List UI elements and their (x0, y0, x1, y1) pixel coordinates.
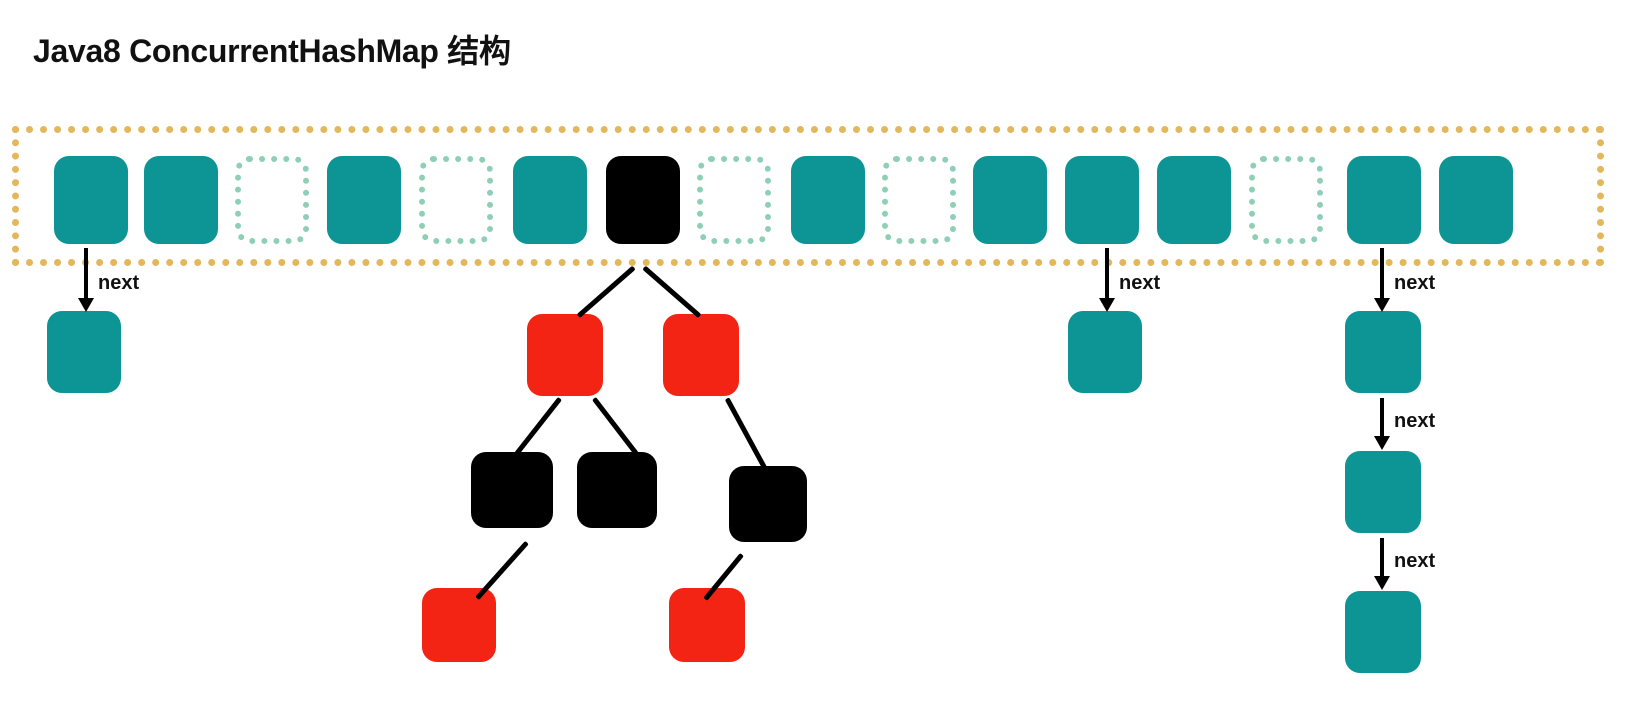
next-label: next (1394, 410, 1436, 432)
chain-bucket-11-next-arrow-0: next (1099, 248, 1160, 312)
chain-bucket-11-node-0[interactable] (1068, 311, 1142, 393)
array-cell-2-empty[interactable] (235, 156, 309, 244)
arrow-shaft-icon (1105, 248, 1109, 300)
tree-node-b3-black[interactable] (729, 466, 807, 542)
array-cell-10-filled[interactable] (973, 156, 1047, 244)
chain-bucket-14-next-arrow-2: next (1374, 538, 1435, 590)
array-cell-8-filled[interactable] (791, 156, 865, 244)
array-cell-11-filled[interactable] (1065, 156, 1139, 244)
arrow-shaft-icon (84, 248, 88, 300)
tree-node-r3-red[interactable] (422, 588, 496, 662)
array-cell-13-empty[interactable] (1249, 156, 1323, 244)
chain-bucket-14-next-arrow-0: next (1374, 248, 1435, 312)
chain-bucket-14-next-arrow-1: next (1374, 398, 1435, 450)
next-label: next (1394, 272, 1436, 294)
array-cell-9-empty[interactable] (882, 156, 956, 244)
arrow-head-icon (1374, 436, 1390, 450)
array-cell-3-filled[interactable] (327, 156, 401, 244)
arrow-head-icon (1099, 298, 1115, 312)
next-label: next (98, 272, 140, 294)
arrow-head-icon (1374, 298, 1390, 312)
next-label: next (1394, 550, 1436, 572)
tree-edge-root-to-r2 (642, 265, 702, 319)
page-title: Java8 ConcurrentHashMap 结构 (33, 33, 511, 69)
tree-edge-r2-to-b3 (724, 397, 768, 470)
arrow-head-icon (78, 298, 94, 312)
arrow-shaft-icon (1380, 248, 1384, 300)
hash-table-array-container (12, 126, 1604, 266)
next-label: next (1119, 272, 1161, 294)
tree-edge-r1-to-b2 (592, 396, 639, 457)
array-cell-4-empty[interactable] (419, 156, 493, 244)
array-cell-5-filled[interactable] (513, 156, 587, 244)
tree-node-r2-red[interactable] (663, 314, 739, 396)
chain-bucket-14-node-1[interactable] (1345, 451, 1421, 533)
chain-bucket-14-node-0[interactable] (1345, 311, 1421, 393)
array-cell-7-empty[interactable] (697, 156, 771, 244)
array-cell-14-filled[interactable] (1347, 156, 1421, 244)
tree-edge-root-to-r1 (576, 265, 636, 319)
chain-bucket-14-node-2[interactable] (1345, 591, 1421, 673)
tree-edge-b1-to-r3 (475, 540, 529, 601)
arrow-head-icon (1374, 576, 1390, 590)
chain-bucket-0-node-0[interactable] (47, 311, 121, 393)
tree-node-b2-black[interactable] (577, 452, 657, 528)
tree-edge-r1-to-b1 (514, 396, 562, 457)
chain-bucket-0-next-arrow-0: next (78, 248, 139, 312)
array-cell-12-filled[interactable] (1157, 156, 1231, 244)
array-cell-0-filled[interactable] (54, 156, 128, 244)
array-cell-1-filled[interactable] (144, 156, 218, 244)
arrow-shaft-icon (1380, 398, 1384, 438)
tree-node-r1-red[interactable] (527, 314, 603, 396)
array-cell-6-black[interactable] (606, 156, 680, 244)
arrow-shaft-icon (1380, 538, 1384, 578)
tree-node-b1-black[interactable] (471, 452, 553, 528)
array-cell-15-filled[interactable] (1439, 156, 1513, 244)
